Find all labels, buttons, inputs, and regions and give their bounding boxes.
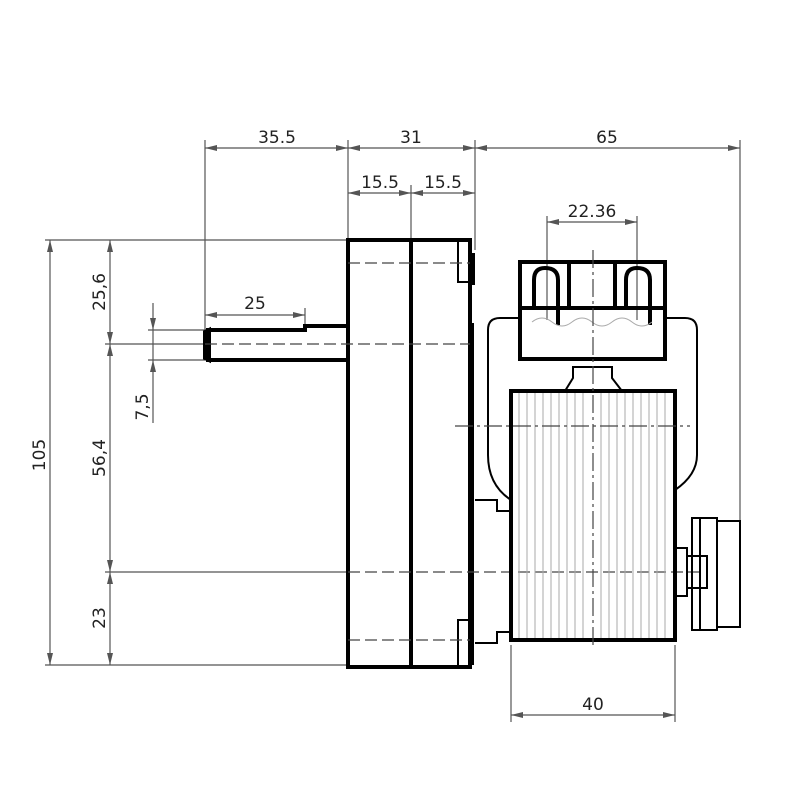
output-shaft — [203, 324, 470, 364]
dim-shaft-offset: 35.5 — [258, 128, 296, 148]
dimension-labels: 35.5 31 65 15.5 15.5 22.36 25 40 105 25,… — [30, 128, 618, 715]
dim-total-height: 105 — [30, 439, 50, 471]
dim-gearbox-width: 31 — [400, 128, 422, 148]
motor — [455, 250, 698, 645]
dim-gearbox-half-right: 15.5 — [424, 173, 462, 193]
dim-top-to-shaft: 25,6 — [90, 273, 110, 311]
dim-shaft-diameter: 7,5 — [133, 393, 153, 420]
dimension-lines — [47, 145, 740, 718]
dim-gearbox-half-left: 15.5 — [361, 173, 399, 193]
dim-mount-to-bottom: 23 — [90, 607, 110, 629]
extension-lines — [45, 140, 741, 722]
gearbox — [346, 238, 700, 669]
side-terminal — [674, 517, 741, 631]
stator-fins — [518, 393, 666, 638]
dim-terminal-spacing: 22.36 — [568, 202, 617, 222]
dim-shaft-length: 25 — [244, 294, 266, 314]
dim-shaft-to-mount: 56,4 — [90, 439, 110, 477]
dim-motor-depth: 65 — [596, 128, 618, 148]
dim-stator-width: 40 — [582, 695, 604, 715]
